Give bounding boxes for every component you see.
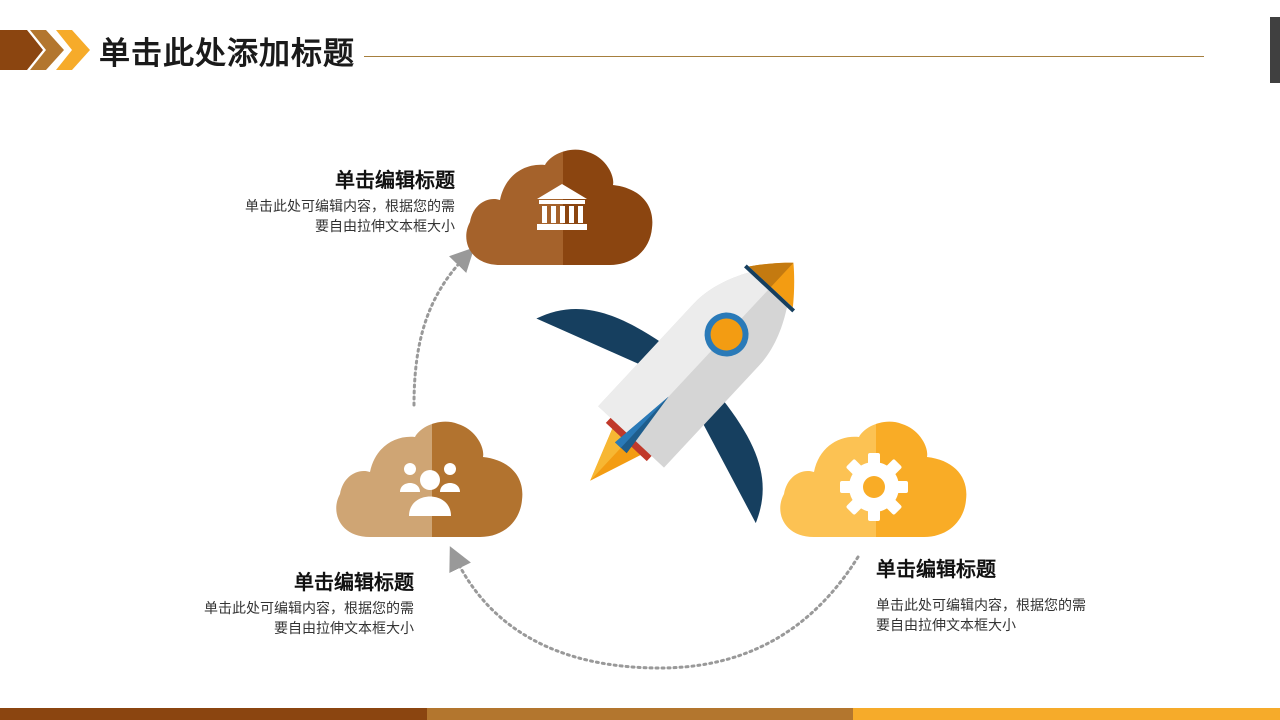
block-left-body[interactable]: 单击此处可编辑内容，根据您的需 要自由拉伸文本框大小: [124, 599, 414, 639]
arrow-left-up: [412, 247, 475, 407]
arrow-bottom: [449, 546, 860, 670]
title-underline: [364, 56, 1204, 57]
rocket-illustration: [536, 262, 796, 524]
edge-bar: [1270, 17, 1280, 83]
cloud-right[interactable]: [774, 410, 976, 540]
cloud-left[interactable]: [330, 410, 532, 540]
block-top-title[interactable]: 单击编辑标题: [335, 168, 455, 192]
block-right-body[interactable]: 单击此处可编辑内容，根据您的需 要自由拉伸文本框大小: [876, 596, 1166, 636]
bottom-bar-dark: [0, 708, 427, 720]
bottom-bar-mid: [427, 708, 853, 720]
block-right-body-line2: 要自由拉伸文本框大小: [876, 618, 1016, 634]
block-left-title[interactable]: 单击编辑标题: [294, 570, 414, 594]
block-right: 单击编辑标题 单击此处可编辑内容，根据您的需 要自由拉伸文本框大小: [876, 556, 1166, 636]
block-left: 单击编辑标题 单击此处可编辑内容，根据您的需 要自由拉伸文本框大小: [124, 569, 414, 639]
block-right-title[interactable]: 单击编辑标题: [876, 557, 996, 581]
bottom-bar-light: [853, 708, 1280, 720]
page-title[interactable]: 单击此处添加标题: [99, 36, 355, 72]
block-top: 单击编辑标题 单击此处可编辑内容，根据您的需 要自由拉伸文本框大小: [165, 167, 455, 237]
people-icon: [400, 463, 460, 516]
block-top-body-line1: 单击此处可编辑内容，根据您的需: [245, 199, 455, 215]
cloud-top[interactable]: [460, 140, 663, 270]
block-left-body-line1: 单击此处可编辑内容，根据您的需: [204, 601, 414, 617]
block-right-body-line1: 单击此处可编辑内容，根据您的需: [876, 598, 1086, 614]
bank-icon: [537, 184, 587, 230]
block-left-body-line2: 要自由拉伸文本框大小: [274, 621, 414, 637]
gear-icon: [840, 453, 908, 521]
block-top-body-line2: 要自由拉伸文本框大小: [315, 219, 455, 235]
block-top-body[interactable]: 单击此处可编辑内容，根据您的需 要自由拉伸文本框大小: [165, 197, 455, 237]
